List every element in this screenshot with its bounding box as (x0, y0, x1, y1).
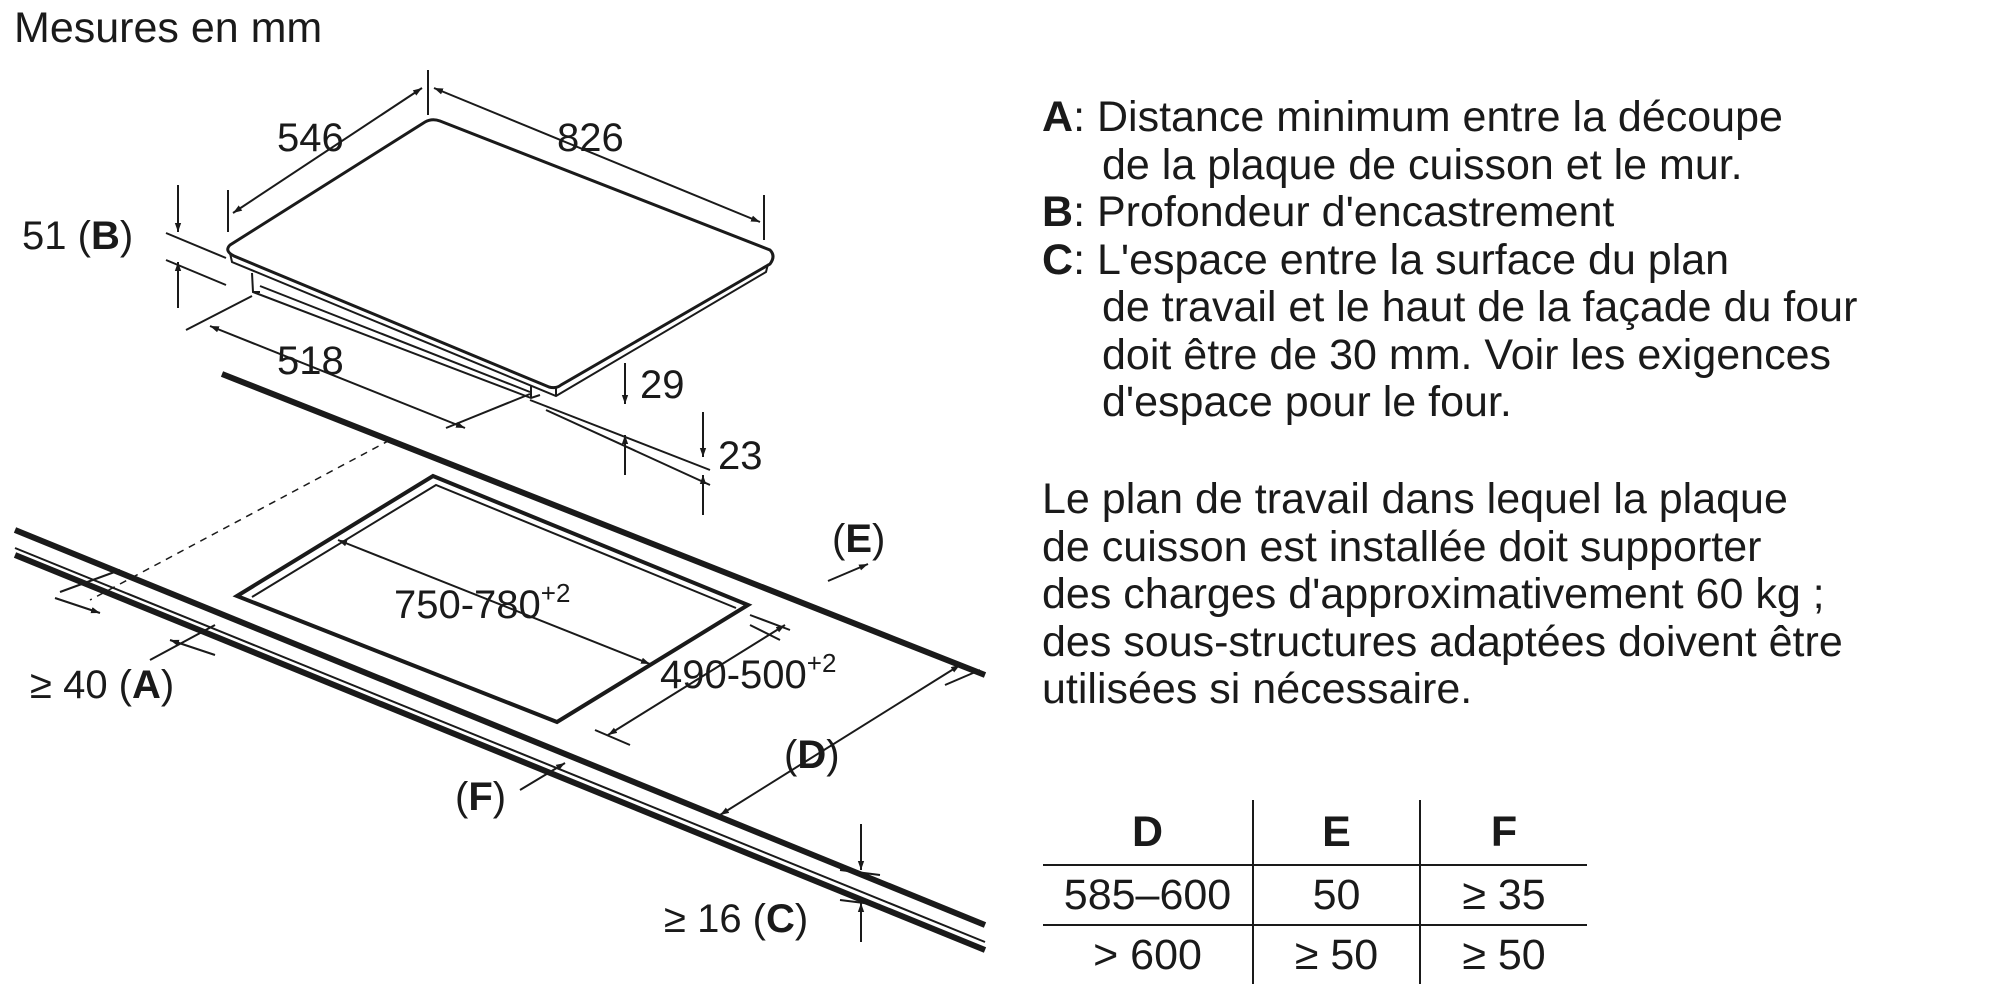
installation-diagram: 546 826 51 (B) 518 29 23 750-780+2 490-5… (13, 70, 987, 953)
table-header-e: E (1253, 800, 1421, 866)
dim-thickness-23: 23 (718, 434, 763, 478)
dim-installation-depth: 51 (B) (22, 214, 133, 258)
table-cell: ≥ 50 (1253, 925, 1421, 984)
table-cell: ≥ 50 (1462, 930, 1546, 979)
note-line: des sous-structures adaptées doivent êtr… (1042, 617, 1843, 666)
worktop-front-top-edge (13, 527, 987, 928)
note-line: Le plan de travail dans lequel la plaque (1042, 475, 1788, 523)
dim-hob-depth: 546 (277, 116, 344, 160)
legend-item-c: C: L'espace entre la surface du plan (1042, 235, 1730, 284)
table-header-row: D E F (1043, 800, 1587, 866)
legend-text: de la plaque de cuisson et le mur. (1102, 140, 1743, 189)
worktop-front-bottom-edge (13, 552, 987, 953)
dimensions-table: D E F 585–600 50 ≥ 35 > 600 ≥ 50 ≥ 50 (1043, 800, 1587, 984)
legend-item-a: A: Distance minimum entre la découpe (1042, 93, 1783, 141)
note-line: de cuisson est installée doit supporter (1042, 522, 1762, 571)
table-row: 585–600 50 ≥ 35 (1043, 865, 1587, 926)
dim-cutout-depth: 490-500+2 (660, 648, 836, 697)
note-line: des charges d'approximativement 60 kg ; (1042, 570, 1825, 618)
dim-cutout-width: 750-780+2 (394, 578, 570, 627)
table-cell: > 600 (1043, 925, 1254, 984)
table-cell: 50 (1253, 865, 1421, 926)
label-f: (F) (455, 775, 506, 819)
legend-text: d'espace pour le four. (1102, 378, 1512, 426)
table-header-d: D (1043, 800, 1254, 866)
legend-text: de travail et le haut de la façade du fo… (1102, 283, 1858, 331)
legend-text: Profondeur d'encastrement (1096, 188, 1615, 236)
dim-hob-width: 826 (557, 116, 624, 160)
dim-base-depth: 518 (277, 339, 344, 383)
label-e: (E) (832, 517, 885, 561)
cutout-outline (232, 473, 753, 725)
note-line: utilisées si nécessaire. (1042, 665, 1473, 713)
dim-wall-gap: ≥ 40 (A) (30, 663, 174, 707)
worktop-load-note: Le plan de travail dans lequel la plaque… (1042, 475, 1843, 714)
legend-item-b: B: Profondeur d'encastrement (1042, 188, 1615, 236)
legend-key: B (1042, 188, 1074, 236)
legend-key: A (1042, 93, 1074, 141)
units-label: Mesures en mm (14, 4, 323, 52)
dim-thickness-29: 29 (640, 363, 685, 407)
table-cell: 585–600 (1043, 865, 1254, 926)
legend-text: L'espace entre la surface du plan (1096, 235, 1730, 284)
legend-text: Distance minimum entre la découpe (1096, 93, 1783, 141)
table-cell: ≥ 35 (1420, 865, 1587, 926)
label-d: (D) (784, 733, 840, 777)
table-header-f: F (1420, 800, 1587, 866)
legend-key: C (1042, 235, 1074, 284)
dim-front-gap: ≥ 16 (C) (664, 897, 808, 941)
legend: A: Distance minimum entre la découpe de … (1042, 93, 1858, 427)
table-row: > 600 ≥ 50 ≥ 50 (1043, 925, 1587, 984)
legend-text: doit être de 30 mm. Voir les exigences (1102, 330, 1831, 379)
